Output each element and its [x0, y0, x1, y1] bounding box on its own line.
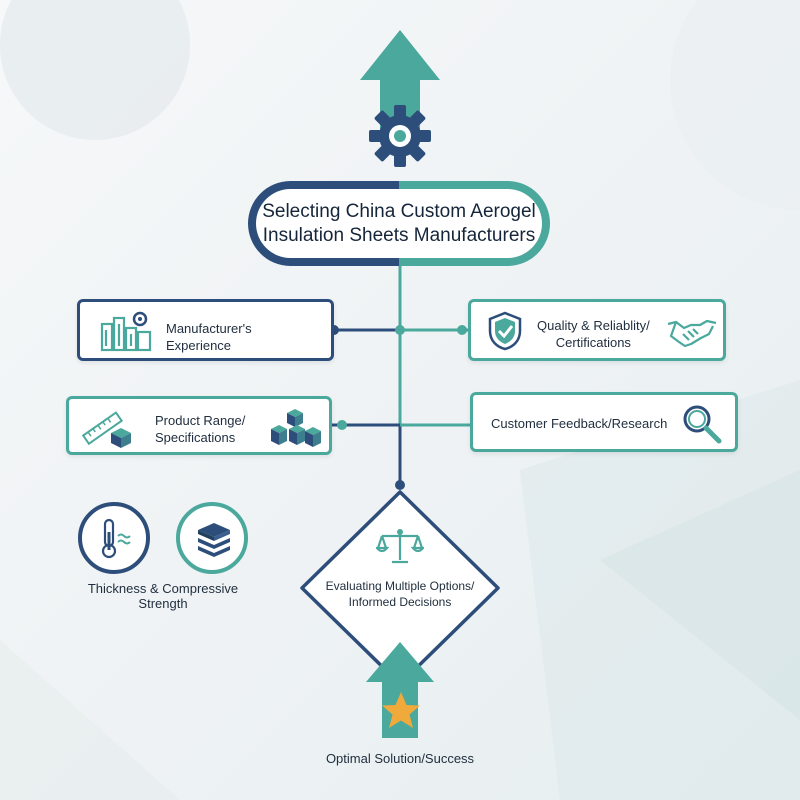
up-arrow-icon	[360, 30, 440, 138]
title-box: Selecting China Custom Aerogel Insulatio…	[248, 181, 550, 266]
ruler-icon	[81, 411, 131, 448]
decision-label-2: Informed Decisions	[348, 595, 452, 609]
title-line-1: Selecting China Custom Aerogel	[262, 200, 536, 222]
layers-circle	[176, 502, 248, 574]
cubes-icon	[271, 409, 321, 447]
product-card: Product Range/ Specifications	[66, 396, 332, 455]
experience-card: Manufacturer's Experience	[77, 299, 334, 361]
outcome-label: Optimal Solution/Success	[325, 751, 475, 766]
magnifier-icon	[683, 405, 722, 444]
thermometer-circle	[78, 502, 150, 574]
quality-label-1: Quality & Reliablity/	[537, 318, 650, 333]
feedback-card: Customer Feedback/Research	[470, 392, 738, 452]
title-line-2: Insulation Sheets Manufacturers	[262, 224, 536, 246]
handshake-icon	[667, 319, 717, 348]
scales-icon	[376, 529, 424, 564]
success-arrow-icon	[366, 642, 434, 738]
page-title: Selecting China Custom Aerogel Insulatio…	[256, 189, 542, 258]
quality-label-2: Certifications	[555, 335, 631, 350]
specs-label: Thickness & Compressive Strength	[87, 581, 239, 611]
decision-label-1: Evaluating Multiple Options/	[325, 579, 475, 593]
experience-label-1: Manufacturer's	[166, 321, 252, 336]
product-label-1: Product Range/	[155, 413, 246, 428]
thermometer-icon	[101, 518, 131, 559]
product-label-2: Specifications	[155, 430, 236, 445]
feedback-label: Customer Feedback/Research	[491, 416, 668, 431]
star-icon	[382, 692, 420, 728]
gear-icon	[369, 105, 431, 167]
layers-icon	[197, 523, 231, 557]
quality-card: Quality & Reliablity/ Certifications	[468, 299, 726, 361]
decision-label: Evaluating Multiple Options/ Informed De…	[318, 578, 482, 610]
factory-icon	[100, 311, 152, 352]
experience-label-2: Experience	[166, 338, 232, 353]
shield-check-icon	[488, 311, 522, 351]
